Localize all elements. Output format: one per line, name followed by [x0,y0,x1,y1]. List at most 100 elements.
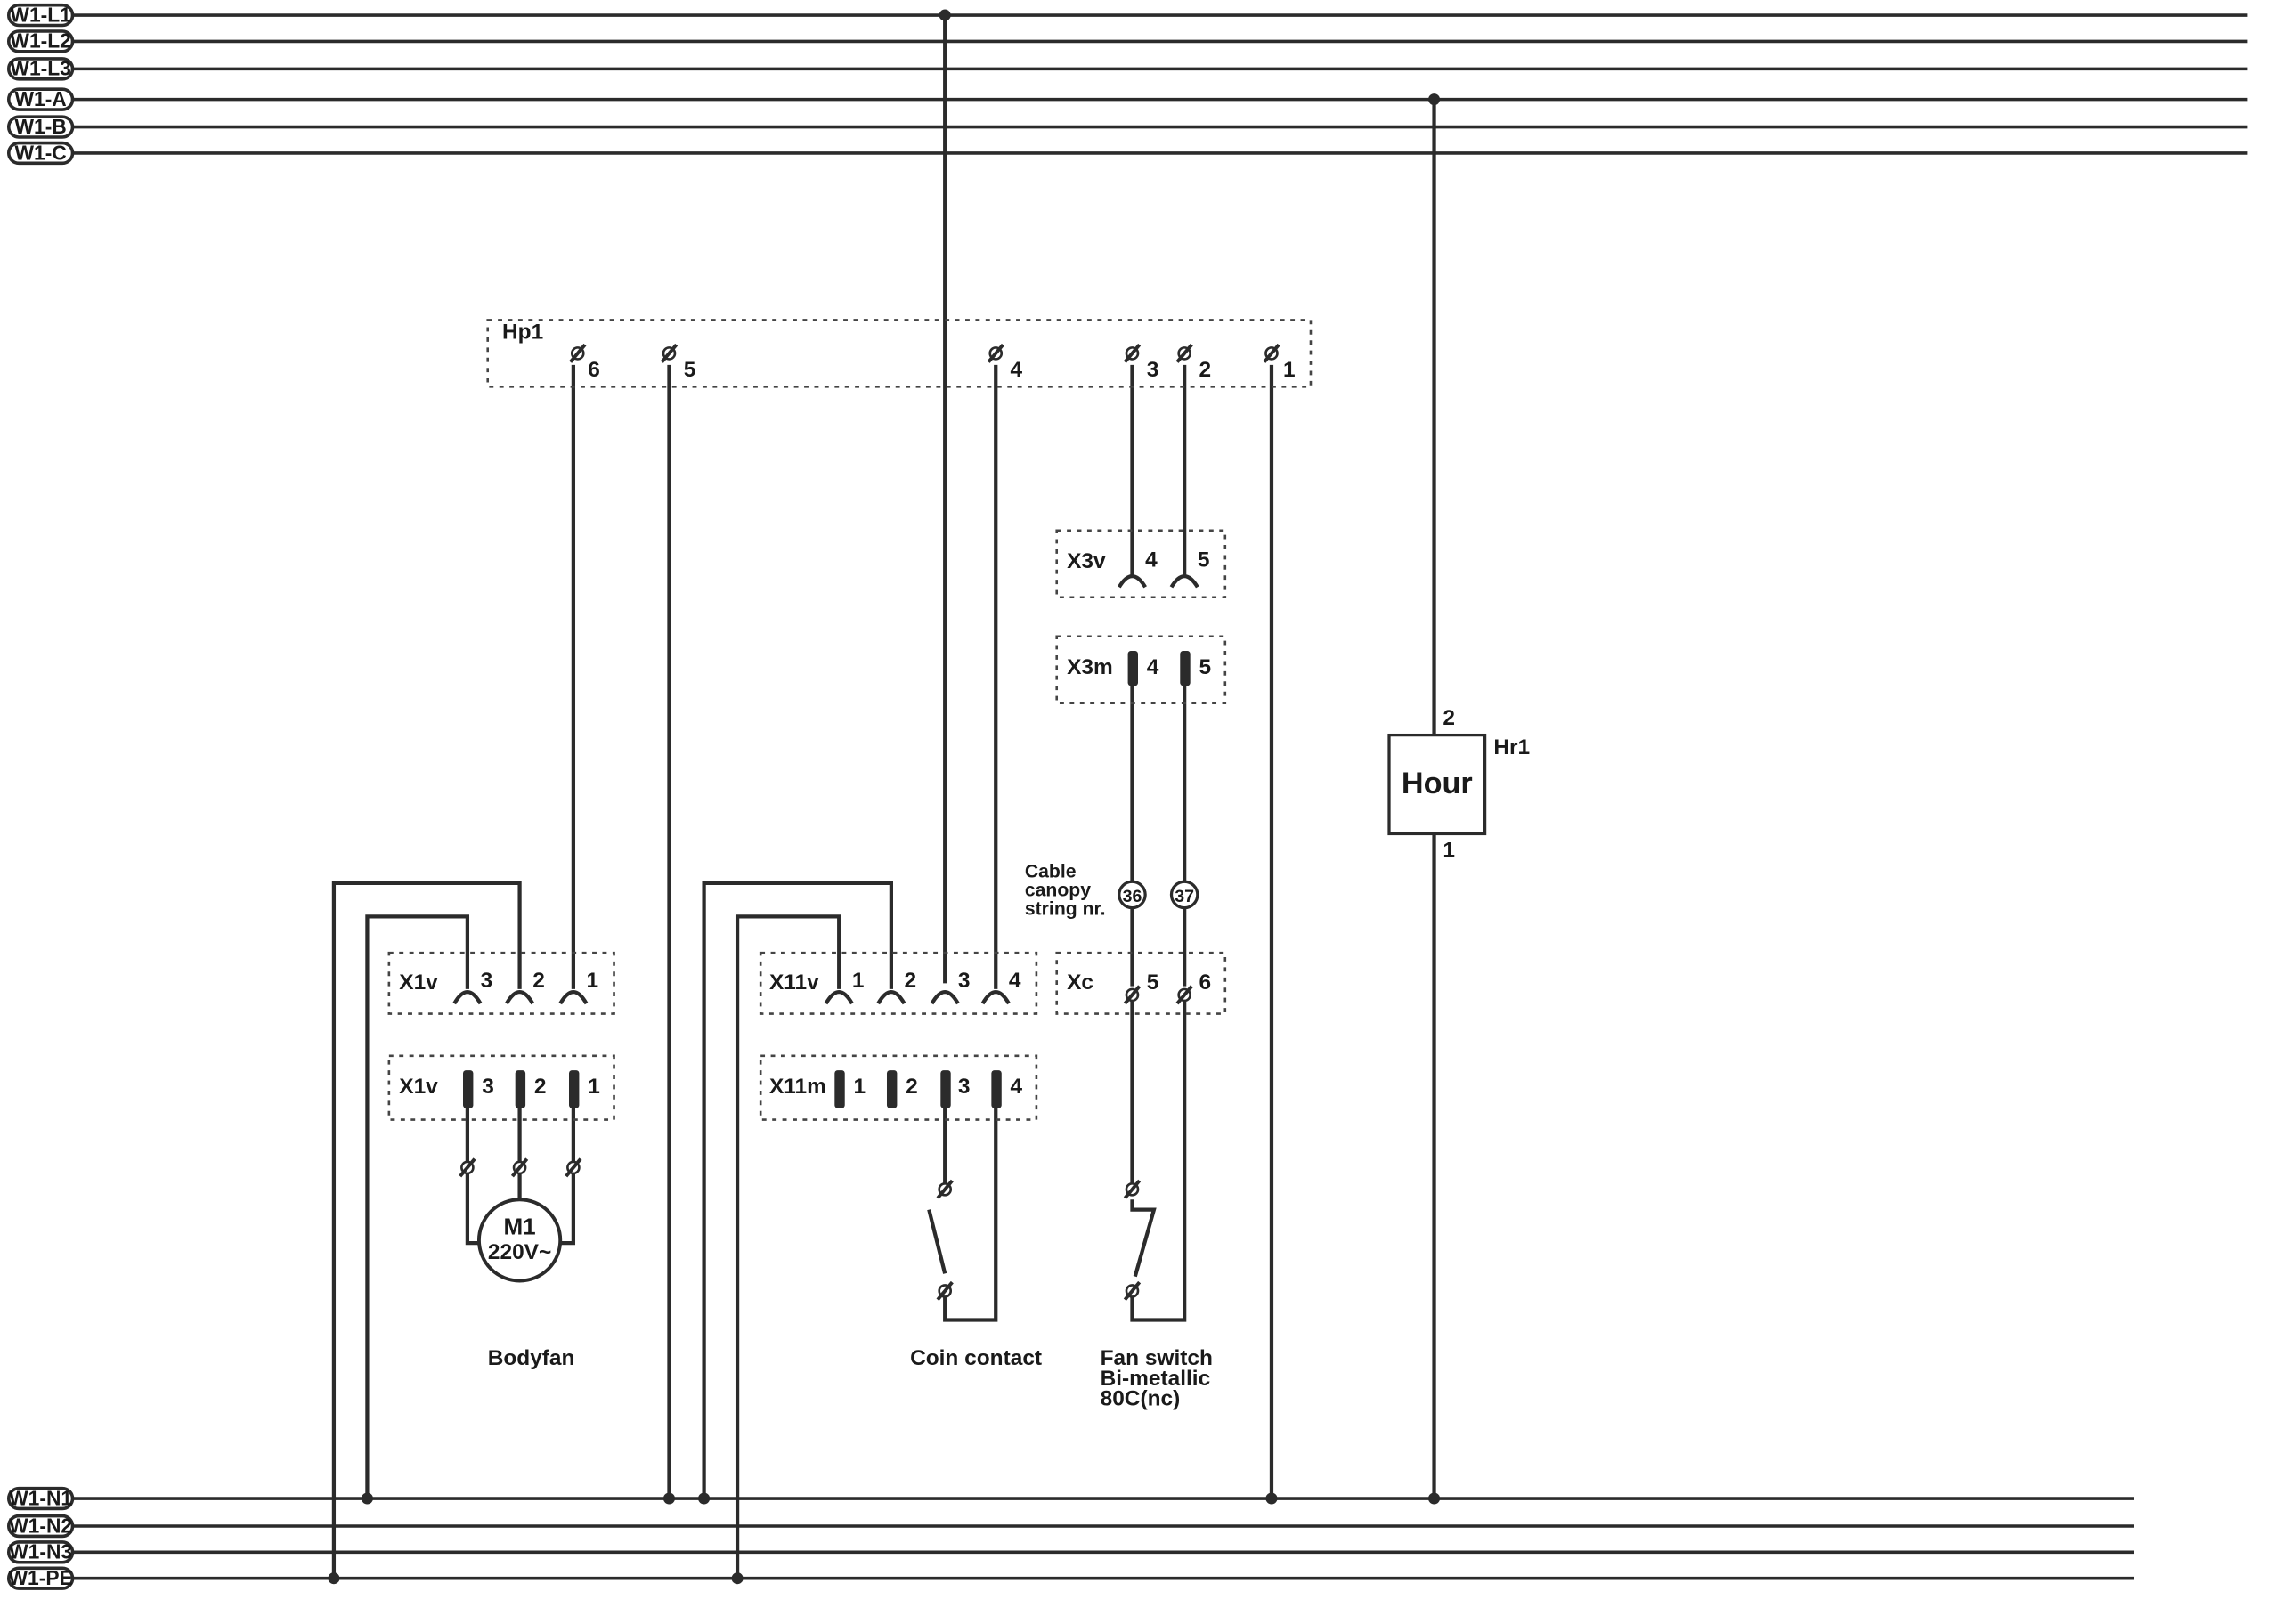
bus-w1-a: W1-A [6,87,2248,111]
x1v-socket-pin: 2 [532,969,545,993]
x3m-pin: 5 [1199,655,1211,679]
plug-pin-icon [834,1070,845,1108]
hour-meter-ref: Hr1 [1493,735,1530,759]
x3v-pin: 4 [1145,548,1158,572]
bus-label: W1-L2 [10,29,70,53]
bus-label: W1-L3 [10,57,70,80]
hp1-pin: 4 [1011,358,1023,382]
caption-fan-switch: Fan switch [1101,1346,1213,1370]
bus-w1-l3: W1-L3 [6,57,2248,81]
x1v-plug-pin: 3 [482,1075,494,1099]
hp1-pin: 2 [1199,358,1211,382]
bus-label: W1-L1 [10,3,71,26]
motor-circle [476,1198,563,1283]
x3m-pin: 4 [1147,655,1159,679]
wire-x1v1-motor [560,1108,576,1246]
bus-label: W1-N3 [9,1540,72,1563]
plug-pin-icon [1127,651,1138,686]
bus-w1-b: W1-B [6,115,2248,139]
cable-note-line: string nr. [1025,899,1106,920]
motor-terminals [459,1157,582,1178]
x3m-label: X3m [1067,655,1113,679]
hp1-connector: Hp1 6 5 4 3 2 1 [486,319,1313,388]
hp1-pin: 1 [1283,358,1296,382]
switch-blade-icon [927,1209,947,1274]
x11m-pin: 1 [854,1075,866,1099]
wire-pe-x11v1 [735,914,841,1579]
x11v-pin: 1 [852,969,865,993]
socket-cup-icon [824,990,854,1005]
socket-cup-icon [876,990,906,1005]
hp1-pin: 6 [588,358,600,382]
xc-connector: Xc 5 6 [1055,951,1227,1015]
cable-number: 36 [1123,887,1142,906]
x11m-label: X11m [769,1075,826,1099]
caption-bodyfan: Bodyfan [488,1346,575,1370]
cable-note-line: canopy [1025,881,1091,901]
x11v-label: X11v [769,970,819,995]
x11v-pin: 2 [905,969,917,993]
socket-cup-icon [1169,574,1199,589]
bus-w1-n3: W1-N3 [6,1540,2134,1564]
xc-pin: 6 [1199,970,1211,995]
bus-label: W1-A [14,87,66,110]
socket-cup-icon [505,990,535,1005]
motor-m1: M1 220V~ [459,1157,582,1283]
motor-voltage: 220V~ [488,1240,551,1264]
hour-meter-pin-bottom: 1 [1443,839,1455,863]
hp1-terminals [569,343,1280,363]
bus-w1-n1: W1-N1 [6,1486,2134,1511]
bus-w1-n2: W1-N2 [6,1514,2134,1539]
socket-cup-icon [452,990,483,1005]
hp1-pin: 3 [1147,358,1159,382]
cable-canopy-note: Cable canopy string nr. 36 37 [1025,861,1199,920]
xc-pin: 5 [1147,970,1159,995]
hp1-pin: 5 [684,358,696,382]
x1v-plug-label: X1v [399,1075,438,1099]
bus-w1-l1: W1-L1 [6,3,2248,28]
bus-w1-pe: W1-PE [6,1566,2134,1590]
x1v-socket-label: X1v [399,970,438,995]
x3v-label: X3v [1067,549,1106,573]
x11v-pin: 4 [1009,969,1021,993]
plug-pin-icon [515,1070,526,1108]
x11m-connector: X11m 1 2 3 4 [759,1054,1038,1121]
caption-fan-switch: Bi-metallic [1101,1367,1211,1391]
bus-label: W1-N2 [9,1514,72,1537]
plug-pin-icon [463,1070,474,1108]
x1v-socket-pin: 1 [587,969,599,993]
hp1-label: Hp1 [502,321,543,345]
wire-pe-x1v2 [331,881,522,1579]
x11m-pin: 3 [958,1075,971,1099]
x1v-plug-connector: X1v 3 2 1 [387,1054,615,1121]
top-bus-group: W1-L1 W1-L2 W1-L3 W1-A W1-B W1-C [6,3,2248,166]
hour-meter: Hour Hr1 2 1 [1387,706,1530,863]
bus-label: W1-N1 [9,1486,72,1509]
motor-name: M1 [503,1213,535,1239]
bus-label: W1-PE [9,1566,73,1589]
bottom-bus-group: W1-N1 W1-N2 W1-N3 W1-PE [6,1486,2134,1590]
x3m-connector: X3m 4 5 [1055,635,1227,705]
bus-label: W1-C [14,141,66,164]
plug-pin-icon [991,1070,1002,1108]
wire-coin-x11m4 [943,1108,998,1322]
cable-number-marker [1169,880,1199,910]
cable-number: 37 [1175,887,1194,906]
switch-blade-icon [1130,1199,1157,1278]
plug-pin-icon [569,1070,580,1108]
wire-switch-xc6 [1130,1000,1187,1322]
x1v-socket-connector: X1v 3 2 1 [387,951,615,1015]
x11m-pin: 4 [1011,1075,1023,1099]
coin-contact-switch [927,1179,954,1301]
x3v-pin: 5 [1198,548,1210,572]
plug-pin-icon [940,1070,951,1108]
socket-cup-icon [1117,574,1147,589]
caption-fan-switch: 80C(nc) [1101,1387,1181,1411]
wire-x1v3-motor [465,1108,479,1246]
junction-dots [328,9,1441,1585]
bus-label: W1-B [14,115,66,138]
hour-meter-pin-top: 2 [1443,706,1455,730]
x1v-plug-pin: 1 [588,1075,600,1099]
wire-n1-x11v2 [702,881,894,1499]
